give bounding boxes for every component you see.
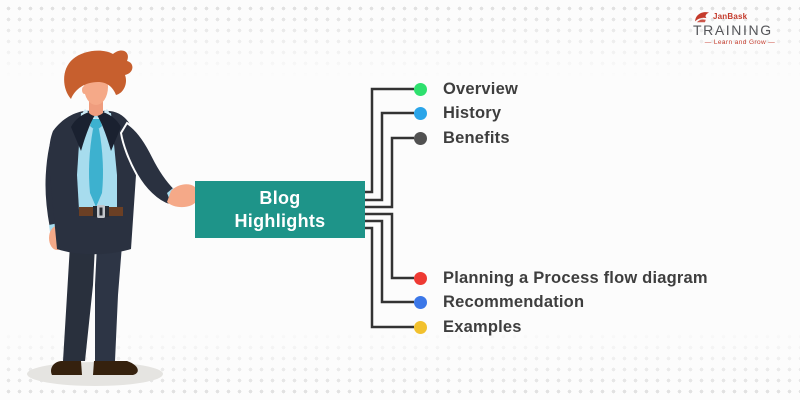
businessman-illustration: [27, 50, 199, 386]
right-hand: [167, 184, 199, 208]
left-leg: [63, 245, 95, 361]
right-leg: [95, 245, 122, 361]
connector-examples: [365, 226, 414, 329]
connector-history: [365, 111, 414, 202]
connector-planning: [365, 212, 414, 280]
bullet-dot: [414, 295, 427, 309]
blog-highlights-line1: Blog: [259, 187, 301, 208]
blog-highlights-box: Blog Highlights: [195, 181, 365, 238]
bullet-dot: [414, 106, 427, 120]
bullet-dot: [414, 271, 427, 285]
janbask-logo-icon: [695, 12, 709, 23]
right-arm: [119, 121, 177, 207]
bullet-dot: [414, 320, 427, 334]
tie-knot: [90, 119, 102, 131]
logo-main-text: TRAINING: [693, 22, 773, 38]
logo-top-row: JanBask: [693, 10, 787, 23]
list-item-history: History: [414, 101, 501, 125]
item-label: Overview: [443, 79, 518, 98]
connector-overview: [365, 87, 414, 194]
item-label: History: [443, 103, 502, 122]
lapel-right: [97, 111, 121, 151]
logo-brand-text: JanBask: [713, 12, 748, 21]
connector-benefits: [365, 136, 414, 209]
logo-tagline: — Learn and Grow —: [704, 39, 776, 46]
item-label: Benefits: [443, 128, 510, 147]
item-label: Examples: [443, 317, 522, 336]
list-item-benefits: Benefits: [414, 126, 510, 150]
bullet-dot: [414, 131, 427, 145]
belt-buckle-slot: [99, 207, 103, 216]
list-item-overview: Overview: [414, 77, 518, 101]
item-label: Recommendation: [443, 292, 585, 311]
tie: [89, 129, 103, 207]
list-item-recommendation: Recommendation: [414, 290, 584, 314]
right-shoe: [93, 361, 138, 375]
bullet-dot: [414, 82, 427, 96]
connector-recommendation: [365, 219, 414, 304]
lapel-left: [71, 111, 95, 151]
janbask-training-logo: JanBask TRAINING — Learn and Grow —: [693, 10, 787, 46]
blog-highlights-line2: Highlights: [234, 210, 326, 231]
left-shoe: [51, 361, 82, 375]
item-label: Planning a Process flow diagram: [443, 268, 708, 287]
ear: [82, 86, 87, 94]
list-item-examples: Examples: [414, 315, 522, 339]
list-item-planning: Planning a Process flow diagram: [414, 266, 708, 290]
